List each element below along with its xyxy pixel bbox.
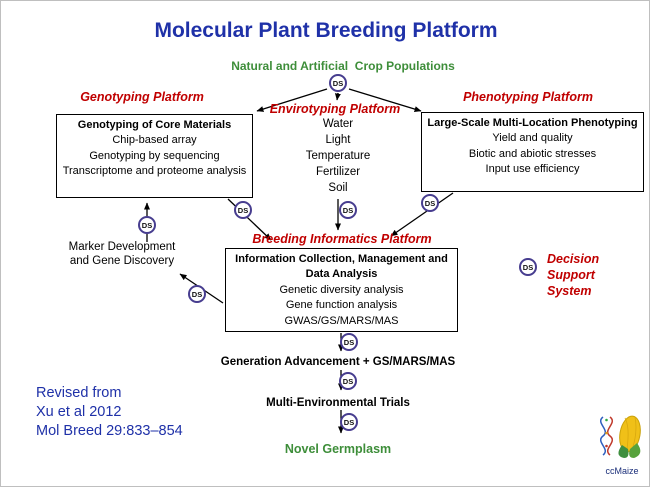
phenotyping-item-1: Yield and quality — [492, 132, 573, 145]
genotyping-heading: Genotyping Platform — [80, 90, 204, 104]
envirotyping-list: Water Light Temperature Fertilizer Soil — [283, 116, 393, 196]
generation-advancement-step: Generation Advancement + GS/MARS/MAS — [220, 356, 456, 368]
breeding-informatics-heading: Breeding Informatics Platform — [252, 232, 432, 246]
decision-support-label: Decision Support System — [547, 252, 600, 298]
citation-line-2: Xu et al 2012 — [36, 404, 122, 420]
multi-environmental-trials-step: Multi-Environmental Trials — [266, 397, 410, 409]
envirotyping-item-1: Water — [322, 118, 354, 130]
ds-badge-genotyping: DS — [234, 201, 252, 219]
ds-badge-marker-up: DS — [138, 216, 156, 234]
genotyping-box-title: Genotyping of Core Materials — [77, 119, 232, 131]
phenotyping-item-2: Biotic and abiotic stresses — [468, 147, 597, 160]
ds-badge-envirotyping: DS — [339, 201, 357, 219]
citation: Revised from Xu et al 2012 Mol Breed 29:… — [36, 384, 183, 441]
phenotyping-heading: Phenotyping Platform — [463, 90, 593, 104]
ds-badge-legend: DS — [519, 258, 537, 276]
arrow-populations-to-envirotyping — [334, 92, 341, 101]
ds-badge-germplasm: DS — [340, 413, 358, 431]
genotyping-box: Genotyping of Core Materials Chip-based … — [56, 114, 253, 198]
genotyping-item-2: Genotyping by sequencing — [89, 149, 220, 162]
envirotyping-item-2: Light — [325, 134, 351, 146]
ds-badge-marker-out: DS — [188, 285, 206, 303]
ccmaize-label: ccMaize — [605, 466, 639, 476]
genotyping-item-1: Chip-based array — [112, 134, 197, 147]
crop-populations-label: Natural and Artificial Crop Populations — [231, 59, 455, 73]
envirotyping-item-5: Soil — [328, 182, 348, 194]
genotyping-item-3: Transcriptome and proteome analysis — [62, 165, 247, 178]
novel-germplasm-step: Novel Germplasm — [284, 442, 392, 456]
breeding-informatics-box: Information Collection, Management and D… — [225, 248, 458, 332]
corn-icon — [618, 415, 641, 458]
breeding-item-3: GWAS/GS/MARS/MAS — [284, 314, 399, 327]
breeding-item-2: Gene function analysis — [285, 299, 398, 312]
envirotyping-heading: Envirotyping Platform — [269, 102, 401, 116]
ccmaize-logo — [600, 415, 641, 458]
page-title: Molecular Plant Breeding Platform — [154, 19, 498, 42]
citation-line-1: Revised from — [36, 385, 122, 401]
ds-badge-generation: DS — [340, 333, 358, 351]
breeding-item-1: Genetic diversity analysis — [279, 283, 404, 296]
dna-helix-icon — [600, 416, 613, 456]
ds-badge-trials: DS — [339, 372, 357, 390]
citation-line-3: Mol Breed 29:833–854 — [36, 423, 183, 439]
envirotyping-item-3: Temperature — [305, 150, 371, 162]
ds-badge-phenotyping: DS — [421, 194, 439, 212]
ds-badge-populations: DS — [329, 74, 347, 92]
phenotyping-box: Large-Scale Multi-Location Phenotyping Y… — [421, 112, 644, 192]
marker-development-note: Marker Development and Gene Discovery — [68, 241, 176, 267]
breeding-box-title: Information Collection, Management and D… — [235, 253, 448, 281]
envirotyping-item-4: Fertilizer — [315, 166, 361, 178]
phenotyping-item-3: Input use efficiency — [485, 163, 580, 176]
phenotyping-box-title: Large-Scale Multi-Location Phenotyping — [427, 117, 638, 129]
